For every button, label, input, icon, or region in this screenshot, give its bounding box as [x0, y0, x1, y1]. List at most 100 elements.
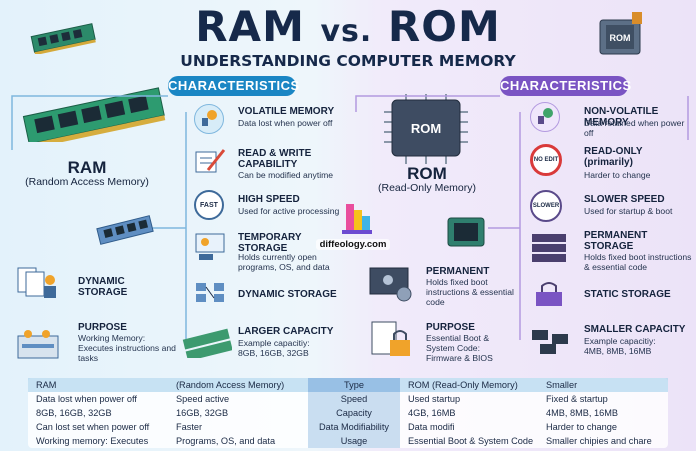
rom-characteristics-badge: CHARACTERISTICS [500, 76, 631, 96]
no-edit-icon-text: NO EDIT [533, 156, 559, 163]
ram-stick-icon [30, 23, 96, 54]
rom-chip-icon: ROM [599, 12, 642, 55]
table-cell: Can lost set when power off [36, 422, 150, 432]
speedometer-fast-icon: FAST [194, 190, 224, 220]
table-cell: Usage [308, 434, 400, 448]
table-cell: Harder to change [546, 422, 617, 432]
table-cell: Type [308, 378, 400, 392]
site-watermark: diffeology.com [316, 239, 390, 250]
item-title: DYNAMIC STORAGE [238, 289, 337, 300]
fast-icon-text: FAST [200, 201, 218, 209]
table-cell: Used startup [408, 394, 461, 404]
item-desc: Data lost when power off [238, 118, 333, 128]
table-row: 8GB, 16GB, 32GB 16GB, 32GB Capacity 4GB,… [28, 406, 668, 420]
item-desc: Holds fixed boot instructions & essentia… [426, 277, 514, 307]
small-ram-icon [96, 215, 154, 245]
page-subtitle: UNDERSTANDING COMPUTER MEMORY [180, 52, 516, 70]
ram-label: RAM [67, 158, 107, 177]
rom-item-read-only: NO EDIT READ-ONLY (primarily) Harder to … [530, 144, 690, 180]
blocks-flow-icon [194, 280, 228, 311]
chips-icon [530, 326, 574, 361]
person-documents-icon [16, 266, 60, 307]
item-title: PERMANENT [426, 266, 490, 277]
slower-icon-text: SLOWER [532, 203, 560, 209]
title-vs: vs. [320, 14, 373, 49]
item-title: READ-ONLY (primarily) [584, 146, 643, 168]
table-cell: ROM (Read-Only Memory) [408, 380, 518, 390]
item-desc: Holds fixed boot instructions & essentia… [584, 252, 692, 272]
item-title: LARGER CAPACITY [238, 326, 334, 337]
rom-label: ROM [407, 164, 447, 183]
item-desc: Holds currently open programs, OS, and d… [238, 252, 330, 272]
rom-item-permanent: PERMANENT STORAGE Holds fixed boot instr… [530, 230, 691, 274]
ram-item-larger-capacity: LARGER CAPACITY Example capacitiy: 8GB, … [182, 322, 342, 362]
table-cell: Speed [308, 392, 400, 406]
item-title: PURPOSE [426, 322, 475, 333]
item-title: PERMANENT STORAGE [584, 230, 648, 252]
table-row: RAM (Random Access Memory) Type ROM (Rea… [28, 378, 668, 392]
factory-workers-icon [16, 320, 62, 367]
table-cell: 8GB, 16GB, 32GB [36, 408, 112, 418]
item-title: VOLATILE MEMORY [238, 106, 335, 117]
table-cell: Smaller chipies and chare [546, 436, 652, 446]
table-cell: 4MB, 8MB, 16MB [546, 408, 618, 418]
document-lock-icon [368, 320, 416, 367]
table-cell: Data Modifiability [308, 420, 400, 434]
table-cell: 4GB, 16MB [408, 408, 456, 418]
item-title: STATIC STORAGE [584, 289, 671, 300]
rom-item-static-storage: STATIC STORAGE [530, 280, 690, 308]
rom-left-permanent: PERMANENT Holds fixed boot instructions … [368, 264, 518, 310]
item-desc: Can be modified anytime [238, 170, 334, 180]
plug-check-icon [530, 102, 560, 132]
rom-chip-icon-label: ROM [610, 33, 631, 43]
ram-characteristics-badge: CHARACTERISTICS [168, 76, 299, 96]
ram-sublabel: (Random Access Memory) [25, 176, 149, 188]
item-desc: Data retained when power off [584, 118, 685, 138]
table-row: Working memory: Executes Programs, OS, a… [28, 434, 668, 448]
item-title: SMALLER CAPACITY [584, 324, 686, 335]
table-cell: RAM [36, 380, 57, 390]
monitor-gear-icon [368, 266, 416, 311]
table-row: Data lost when power off Speed active Sp… [28, 392, 668, 406]
plug-question-icon [194, 104, 224, 134]
ram-left-dynamic-storage: DYNAMIC STORAGE [16, 266, 166, 302]
server-stack-icon [530, 232, 570, 269]
rom-item-slower-speed: SLOWER SLOWER SPEED Used for startup & b… [530, 190, 690, 222]
rom-item-smaller-capacity: SMALLER CAPACITY Example capacitiy: 4MB,… [530, 320, 690, 362]
item-title: READ & WRITE CAPABILITY [238, 148, 312, 170]
rom-big-chip-label: ROM [411, 121, 441, 136]
item-desc: Used for active processing [238, 206, 340, 216]
item-desc: Example capacitiy: 8GB, 16GB, 32GB [238, 338, 310, 358]
ram-sticks-icon [182, 326, 233, 363]
pencil-document-icon [194, 146, 226, 179]
ram-module-icon [22, 87, 166, 142]
page-title: RAM vs. ROM [0, 2, 696, 51]
table-cell: Fixed & startup [546, 394, 608, 404]
rom-sublabel: (Read-Only Memory) [377, 182, 477, 194]
item-title: NON-VOLATILE MEMORY [584, 106, 659, 128]
table-cell: 16GB, 32GB [176, 408, 229, 418]
small-rom-chip-icon [447, 217, 485, 247]
item-title: PURPOSE [78, 322, 127, 333]
item-title: DYNAMIC STORAGE [78, 276, 128, 298]
table-cell: Working memory: Executes [36, 436, 149, 446]
item-title: TEMPORARY STORAGE [238, 232, 302, 254]
table-cell: Capacity [308, 406, 400, 420]
ram-item-read-write: READ & WRITE CAPABILITY Can be modified … [194, 146, 344, 180]
title-rom: ROM [387, 2, 501, 51]
item-title: SLOWER SPEED [584, 194, 665, 205]
table-cell: Speed active [176, 394, 230, 404]
item-desc: Essential Boot & System Code: Firmware &… [426, 333, 493, 363]
table-cell: (Random Access Memory) [176, 380, 285, 390]
site-logo-icon [342, 204, 372, 234]
item-desc: Harder to change [584, 170, 651, 180]
speedometer-slower-icon: SLOWER [530, 190, 562, 222]
rom-left-purpose: PURPOSE Essential Boot & System Code: Fi… [368, 318, 518, 364]
ram-item-high-speed: FAST HIGH SPEED Used for active processi… [194, 190, 344, 220]
ram-item-volatile: VOLATILE MEMORY Data lost when power off [194, 104, 344, 134]
table-row: Can lost set when power off Faster Data … [28, 420, 668, 434]
item-desc: Example capacitiy: 4MB, 8MB, 16MB [584, 336, 656, 356]
table-cell: Smaller [546, 380, 578, 390]
item-title: HIGH SPEED [238, 194, 300, 205]
